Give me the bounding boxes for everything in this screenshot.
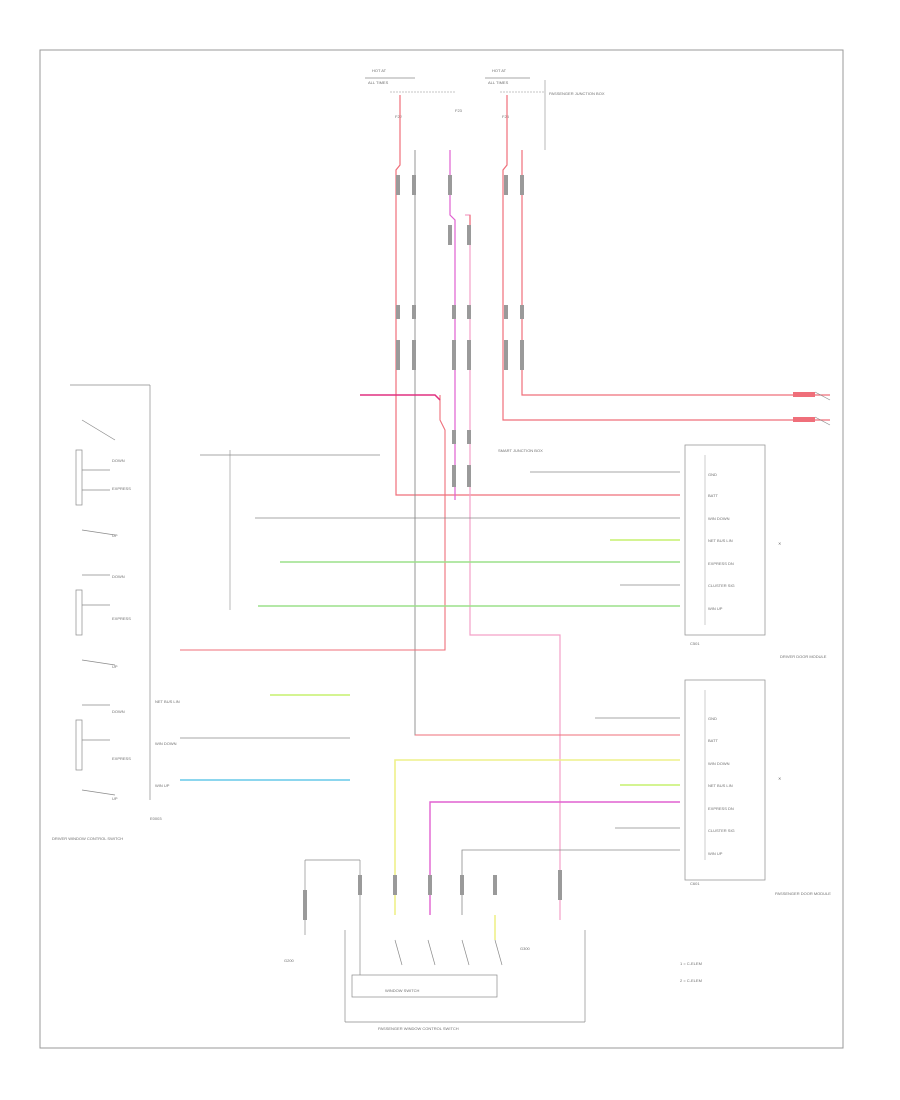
side-label-1: WIN DOWN [155, 741, 177, 746]
power-source-top: HOT AT ALL TIMES HOT AT ALL TIMES PASSEN… [365, 68, 605, 150]
sw-label-1: EXPRESS [112, 486, 131, 491]
driver-pin-6: WIN UP [708, 606, 723, 611]
left-switch-labels: DOWN EXPRESS UP DOWN EXPRESS UP DOWN EXP… [52, 458, 162, 841]
left-signal-wires [180, 450, 440, 781]
side-label-0: NET BUS LIN [155, 699, 180, 704]
sw-label-6: DOWN [112, 709, 125, 714]
passenger-module-symbol: ✕ [778, 776, 781, 781]
sw-label-0: DOWN [112, 458, 125, 463]
ground-left-label: G200 [284, 958, 295, 963]
driver-pin-3: NET BUS LIN [708, 538, 733, 543]
hot-label-2b: ALL TIMES [488, 80, 509, 85]
driver-switch-label: DRIVER WINDOW CONTROL SWITCH [52, 836, 123, 841]
driver-pin-1: BATT [708, 493, 718, 498]
left-switch-column [70, 384, 151, 800]
hot-label-1b: ALL TIMES [368, 80, 389, 85]
driver-pin-4: EXPRESS DN [708, 561, 734, 566]
bottom-left-ref: E0003 [150, 816, 162, 821]
driver-module-symbol: ✕ [778, 541, 781, 546]
right-arrows [793, 391, 831, 426]
driver-connector-label: C501 [690, 641, 700, 646]
driver-pin-5: CLUSTER SIG [708, 583, 735, 588]
fuse-pass-label: F24 [502, 114, 510, 119]
passenger-door-module: ✕ PASSENGER DOOR MODULE C601 GND BATT WI… [684, 679, 831, 896]
sw-label-7: EXPRESS [112, 756, 131, 761]
connector-markers [396, 175, 524, 487]
sw-label-5: UP [112, 664, 118, 669]
pass-pin-5: CLUSTER SIG [708, 828, 735, 833]
sw-label-8: UP [112, 796, 118, 801]
passenger-switch-labels: PASSENGER WINDOW CONTROL SWITCH WINDOW S… [284, 946, 702, 1031]
bottom-connector-markers [303, 870, 562, 920]
pass-pin-4: EXPRESS DN [708, 806, 734, 811]
sw-label-4: EXPRESS [112, 616, 131, 621]
passenger-window-switch [304, 859, 586, 1023]
ground-right-label: G300 [520, 946, 531, 951]
driver-module-wires [200, 454, 680, 607]
driver-door-module: ✕ DRIVER DOOR MODULE C501 GND BATT WIN D… [684, 444, 827, 659]
fuse-acc-label: F23 [455, 108, 463, 113]
legend-1: 1 = C-ELEM [680, 961, 702, 966]
pass-pin-0: GND [708, 716, 717, 721]
pass-pin-1: BATT [708, 738, 718, 743]
fuse-driver-label: F22 [395, 114, 403, 119]
side-label-2: WIN UP [155, 783, 170, 788]
passenger-connector-label: C601 [690, 881, 700, 886]
driver-module-label: DRIVER DOOR MODULE [780, 654, 827, 659]
pass-pin-6: WIN UP [708, 851, 723, 856]
window-switch-label: WINDOW SWITCH [385, 988, 420, 993]
pass-pin-2: WIN DOWN [708, 761, 730, 766]
driver-pin-2: WIN DOWN [708, 516, 730, 521]
legend-2: 2 = C-ELEM [680, 978, 702, 983]
hot-label-2: HOT AT [492, 68, 507, 73]
sw-label-3: DOWN [112, 574, 125, 579]
driver-pin-0: GND [708, 472, 717, 477]
passenger-jb-label: PASSENGER JUNCTION BOX [549, 91, 605, 96]
diagram-frame [39, 49, 844, 1049]
side-labels: NET BUS LIN WIN DOWN WIN UP SMART JUNCTI… [155, 448, 543, 788]
sw-label-2: UP [112, 533, 118, 538]
passenger-module-wires [394, 717, 680, 915]
pass-switch-label: PASSENGER WINDOW CONTROL SWITCH [378, 1026, 459, 1031]
hot-label-1: HOT AT [372, 68, 387, 73]
passenger-module-label: PASSENGER DOOR MODULE [775, 891, 831, 896]
sjb-label: SMART JUNCTION BOX [498, 448, 543, 453]
pass-pin-3: NET BUS LIN [708, 783, 733, 788]
vertical-wires [240, 95, 830, 920]
